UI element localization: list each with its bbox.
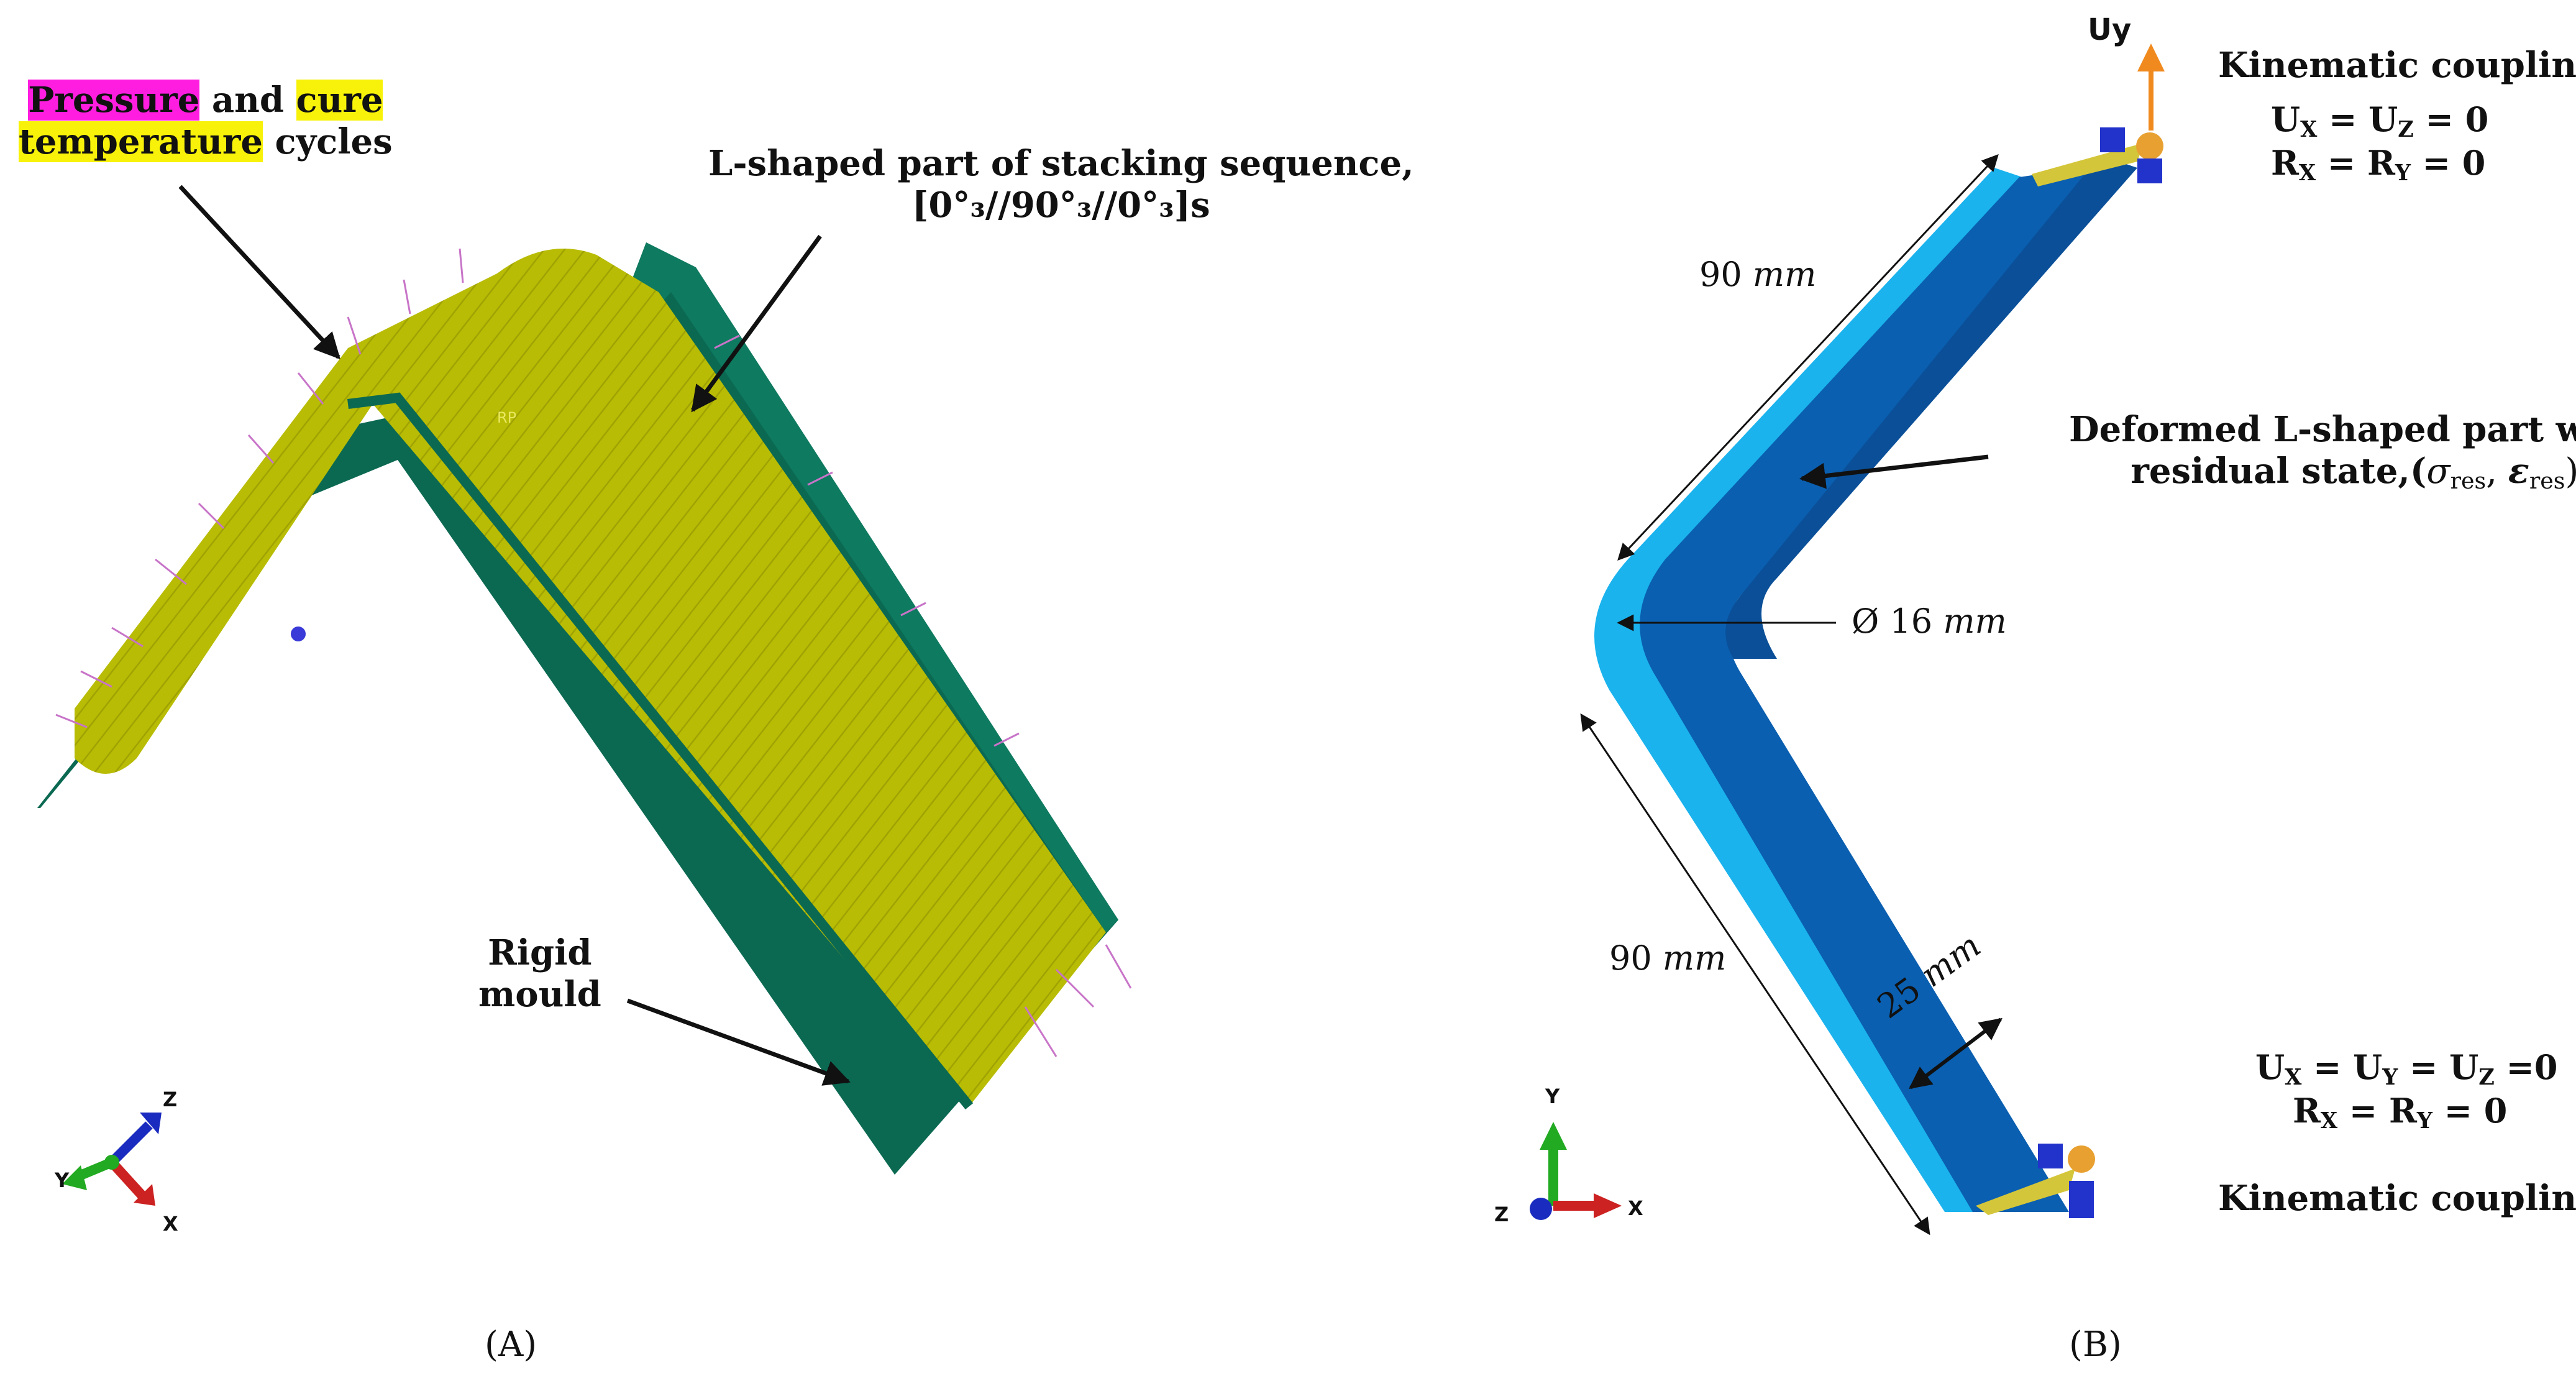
panel-a-axis-triad [62, 1113, 162, 1206]
top-coupling-label: Kinematic coupling [2218, 45, 2576, 86]
deformed-leader-arrow [1799, 454, 1989, 489]
bottom-coupling-eq2: RX = RY = 0 [2293, 1091, 2508, 1134]
mould-label: Rigid mould [478, 932, 601, 1016]
pressure-text: Pressure [28, 80, 200, 121]
cycles-text: cycles [263, 121, 393, 163]
and-text: and [199, 80, 296, 121]
panel-b-dimension-lines [1580, 154, 2003, 1236]
triad-b-z: Z [1494, 1203, 1509, 1226]
top-coupling-eq1: UX = UZ = 0 [2271, 99, 2489, 142]
part-label-line2: [0°₃//90°₃//0°₃]s [911, 185, 1210, 226]
panel-a-leader-arrows [178, 185, 851, 1086]
bottom-coupling-eq1: UX = UY = UZ =0 [2255, 1047, 2558, 1090]
panel-b-axis-triad [1530, 1122, 1622, 1220]
dim-width-line [1909, 1017, 2003, 1090]
bottom-boundary-marker [2038, 1144, 2095, 1218]
deformed-part-label: Deformed L-shaped part with residual sta… [2069, 409, 2576, 495]
part-label-line1: L-shaped part of stacking sequence, [708, 143, 1414, 184]
reference-point-label: RP [497, 409, 516, 426]
top-coupling-spray [2032, 143, 2144, 186]
temperature-text: temperature [19, 121, 263, 163]
dim-top-line [1617, 154, 1999, 561]
triad-a-y: Y [55, 1168, 70, 1192]
dim-bottom-line [1580, 713, 1930, 1236]
cure-text: cure [296, 80, 383, 121]
deformed-label-line2: residual state,(σres, εres) [2131, 451, 2576, 495]
triad-a-z: Z [163, 1088, 178, 1111]
uy-label: Uy [2088, 12, 2132, 47]
triad-b-y: Y [1545, 1085, 1560, 1108]
pressure-load-arrows [55, 248, 1132, 1057]
triad-a-x: X [163, 1212, 178, 1236]
l-shaped-part [75, 249, 1106, 1106]
mould-label-line2: mould [478, 974, 601, 1016]
l-shaped-part-inner-edge [347, 392, 974, 1110]
top-coupling-eq2: RX = RY = 0 [2271, 143, 2486, 186]
triad-b-x: X [1628, 1196, 1643, 1220]
uy-displacement-arrow [2137, 44, 2165, 131]
bottom-coupling-title: Kinematic coupling [2218, 1178, 2576, 1219]
panel-a-model: RP [37, 242, 1132, 1175]
part-leader-arrow [691, 234, 822, 413]
mould-label-line1: Rigid [488, 932, 592, 973]
deformed-part-flange [1725, 155, 2137, 659]
bottom-coupling-spray [1976, 1168, 2075, 1215]
part-label: L-shaped part of stacking sequence, [0°₃… [708, 143, 1414, 226]
caption-a: (A) [485, 1324, 537, 1365]
dim-bottom-label: 90 mm [1609, 939, 1727, 978]
dim-diam-label: Ø 16 mm [1852, 602, 2007, 641]
top-coupling-title: Kinematic coupling [2218, 45, 2576, 86]
deformed-label-line1: Deformed L-shaped part with [2069, 409, 2576, 450]
small-coupling-marker [291, 626, 306, 641]
caption-b: (B) [2069, 1324, 2122, 1365]
load-leader-arrow [178, 185, 340, 360]
top-boundary-marker [2100, 127, 2163, 183]
mould-leader-arrow [626, 998, 851, 1086]
dim-top-label: 90 mm [1699, 255, 1817, 294]
load-label: Pressure and cure temperature cycles [19, 80, 393, 163]
